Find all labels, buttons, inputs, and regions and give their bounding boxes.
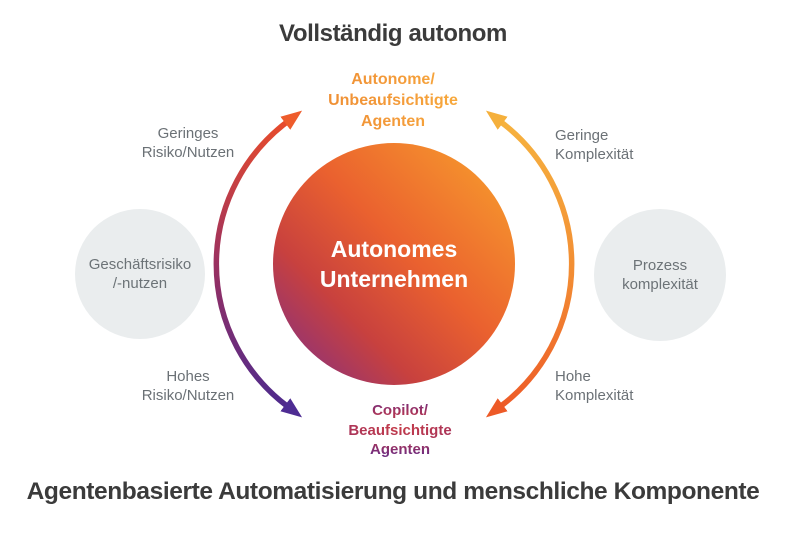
center-circle-autonomous-enterprise: Autonomes Unternehmen bbox=[273, 143, 515, 385]
complexity-curved-arrow-icon bbox=[485, 110, 575, 418]
right-circle-label: komplexität bbox=[622, 276, 698, 293]
top-title: Vollständig autonom bbox=[279, 20, 507, 47]
right-circle-label: Prozess bbox=[632, 257, 688, 274]
high-complexity-label: Hohe Komplexität bbox=[555, 368, 634, 404]
copilot-agents-label: Copilot/ Beaufsichtigte Agenten bbox=[300, 401, 500, 460]
low-risk-benefit-label: Geringes Risiko/Nutzen bbox=[141, 125, 235, 161]
risk-benefit-curved-arrow-icon bbox=[213, 110, 303, 418]
process-complexity-circle: Prozess komplexität bbox=[594, 209, 726, 341]
business-risk-circle: Geschäftsrisiko /-nutzen bbox=[75, 209, 205, 339]
bottom-title: Agentenbasierte Automatisierung und mens… bbox=[26, 478, 760, 505]
autonomous-agents-label: Autonome/ Unbeaufsichtigte Agenten bbox=[293, 69, 493, 132]
left-circle-label: /-nutzen bbox=[112, 275, 168, 292]
center-circle-label: Autonomes bbox=[330, 236, 458, 262]
center-circle-label: Unternehmen bbox=[319, 266, 469, 292]
low-complexity-label: Geringe Komplexität bbox=[555, 127, 634, 163]
high-risk-benefit-label: Hohes Risiko/Nutzen bbox=[141, 368, 235, 404]
left-circle-label: Geschäftsrisiko bbox=[88, 256, 192, 273]
